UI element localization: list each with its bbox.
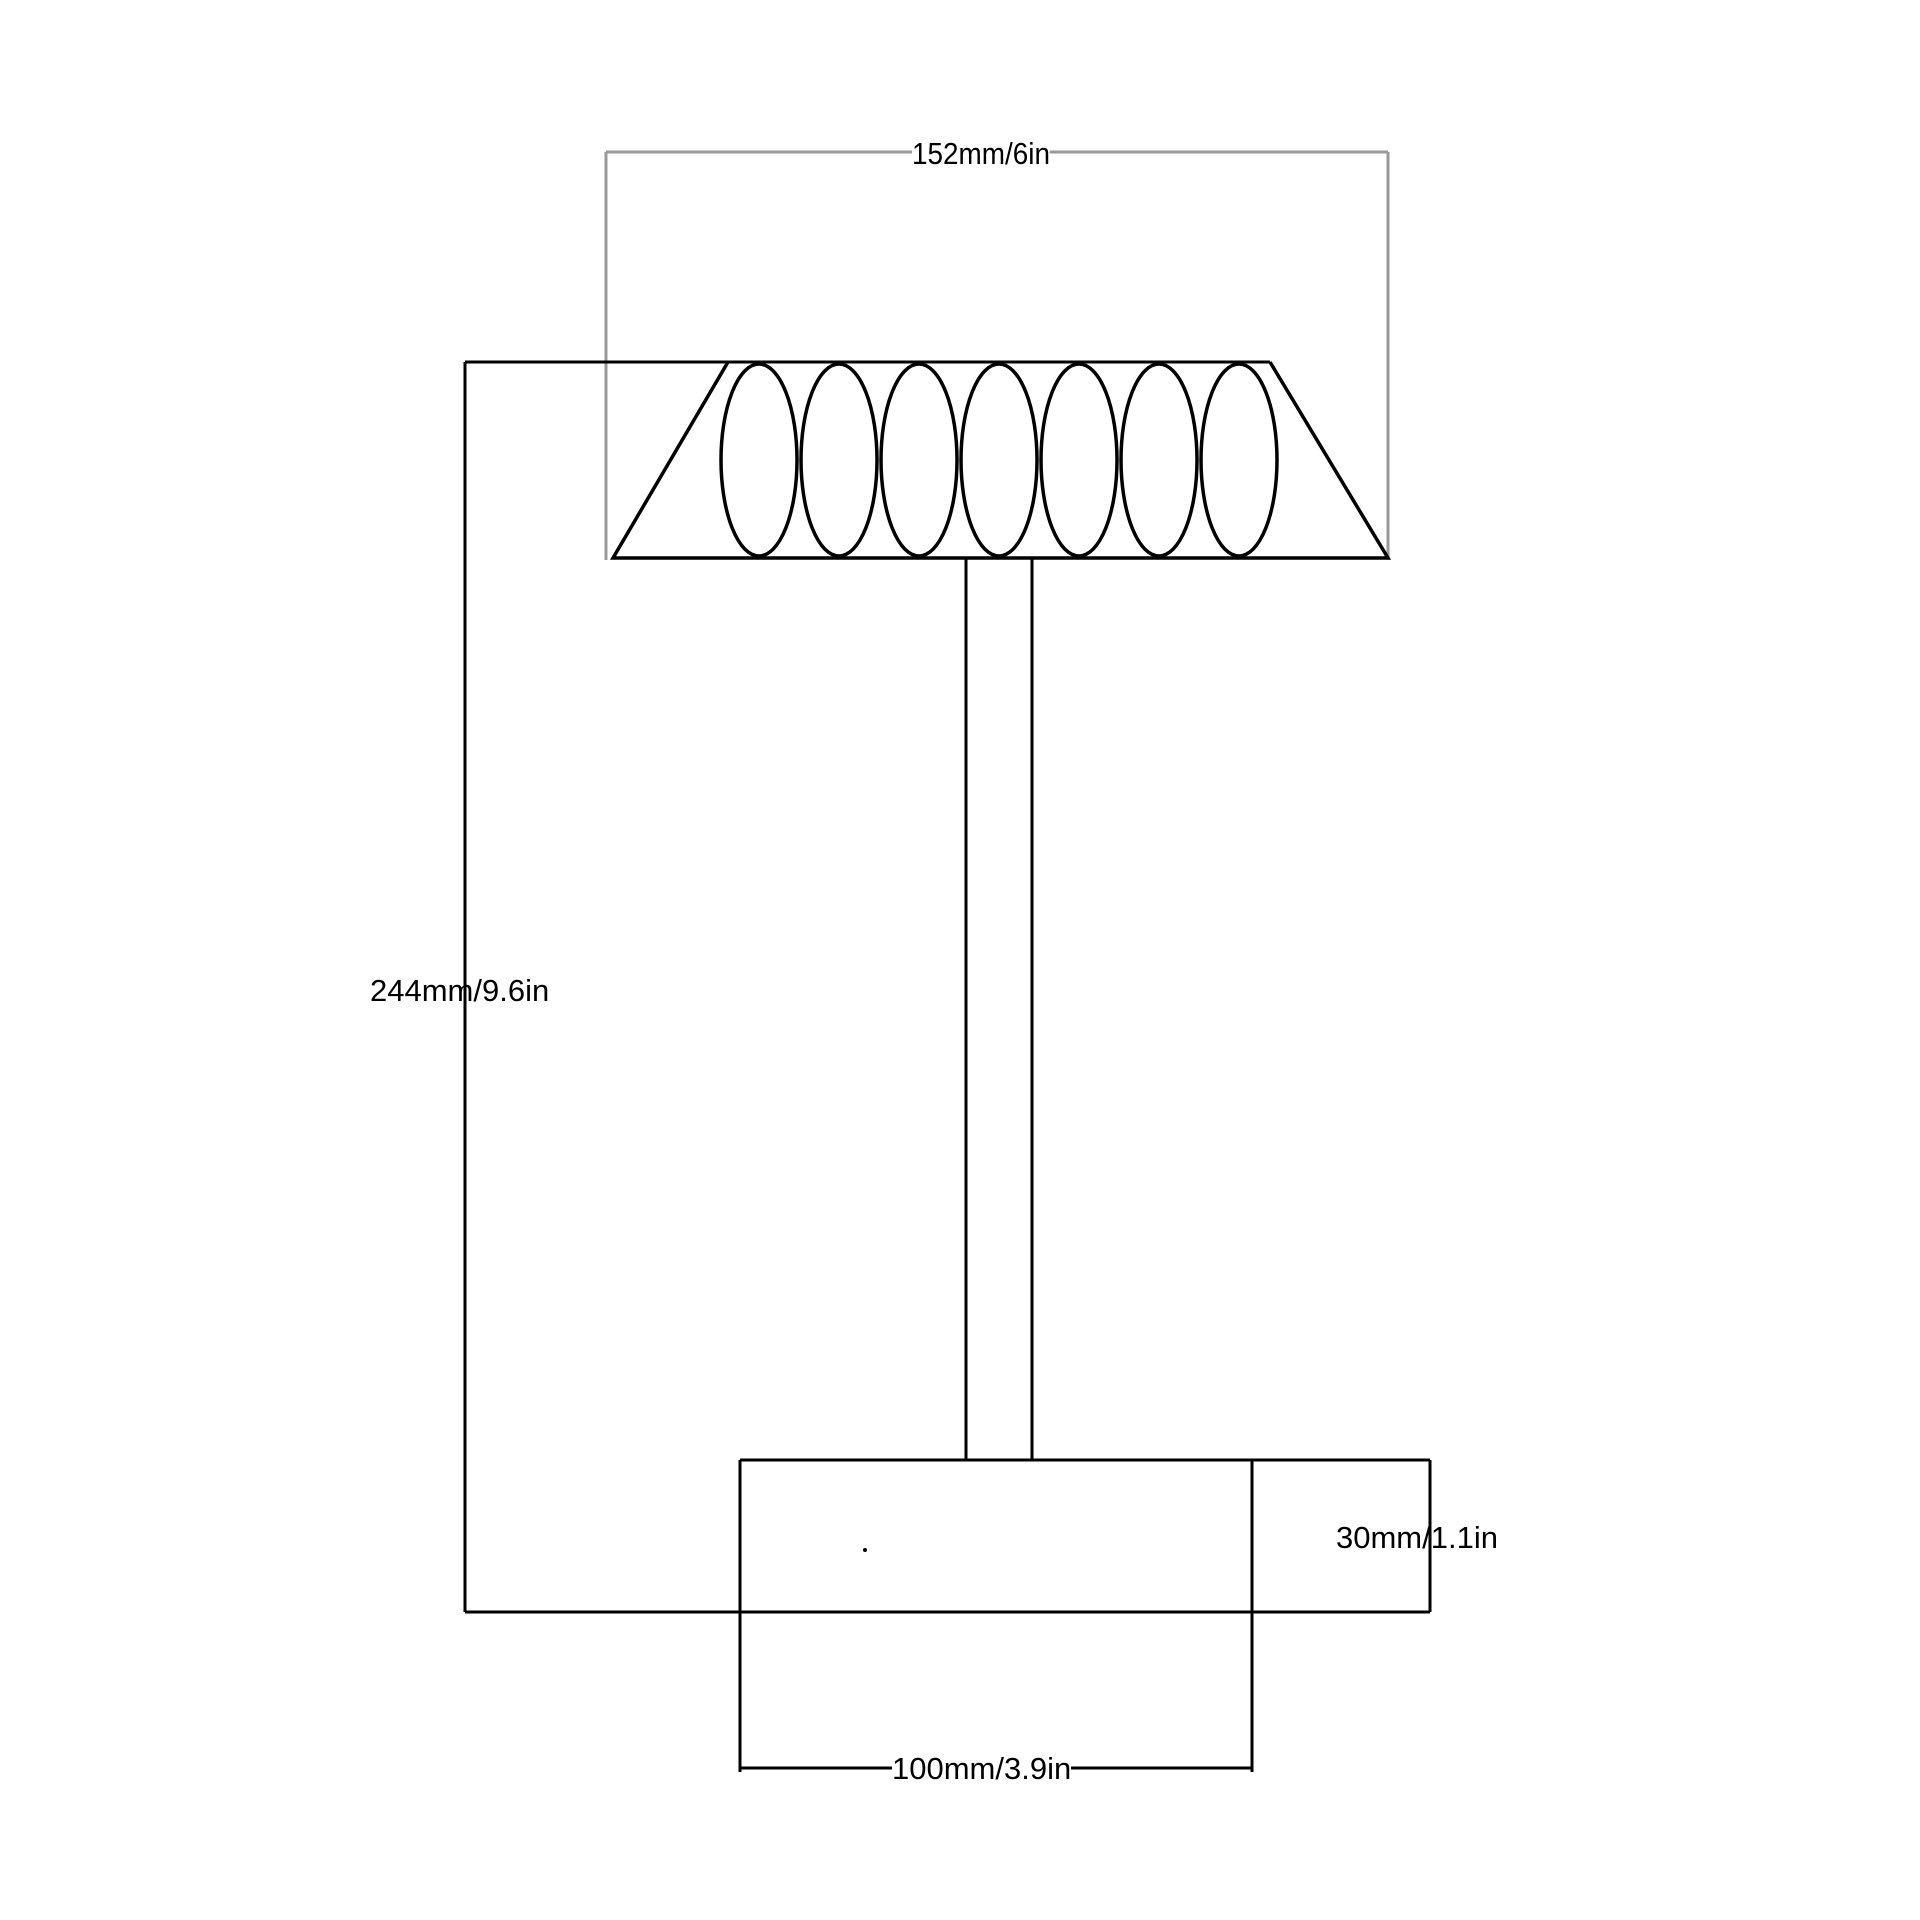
lamp-shade bbox=[609, 361, 1392, 560]
base-width-label: 100mm/3.9in bbox=[892, 1751, 1072, 1786]
base-dot bbox=[863, 1548, 867, 1552]
lamp-pole bbox=[964, 558, 1034, 1460]
base-height-label: 30mm/1.1in bbox=[1336, 1520, 1498, 1555]
lamp-base bbox=[738, 1458, 1430, 1772]
height-dimension-lines bbox=[463, 360, 1430, 1614]
shade-width-label: 152mm/6in bbox=[912, 136, 1051, 171]
total-height-label: 244mm/9.6in bbox=[370, 973, 550, 1008]
